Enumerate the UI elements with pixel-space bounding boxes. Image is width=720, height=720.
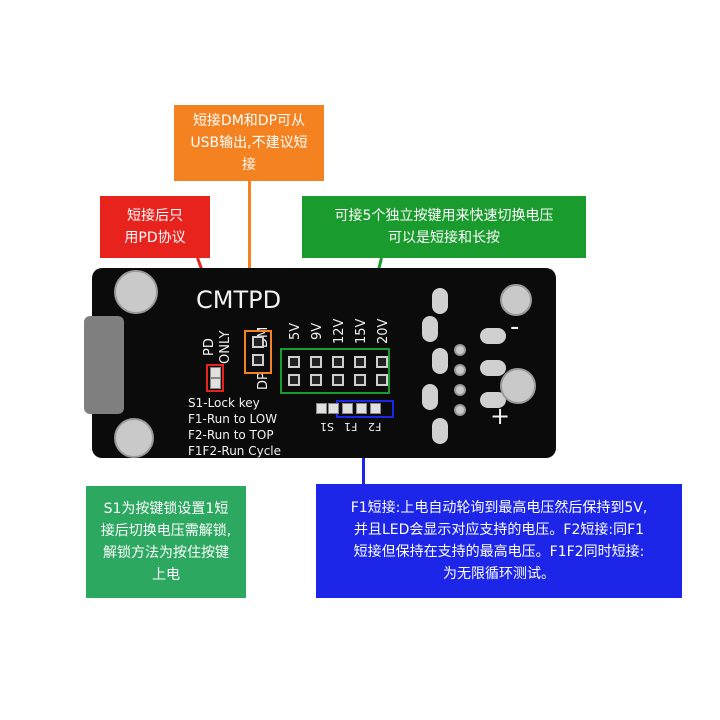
f2-pad-label: F2 (368, 420, 382, 433)
callout-s1-line-3: 解锁方法为按住按键 (102, 545, 229, 561)
output-via-3 (454, 384, 466, 396)
voltage-label-15v: 15V (354, 318, 369, 344)
dm-pin (252, 336, 264, 348)
plus-sign: + (490, 402, 511, 430)
legend-f2: F2-Run to TOP (188, 428, 274, 442)
voltage-pad-15v-top (354, 356, 366, 368)
usb-c-connector (84, 316, 124, 414)
callout-dm-dp-short: 短接DM和DP可从 USB输出,不建议短 接 (174, 105, 324, 181)
voltage-pad-12v-bottom (332, 374, 344, 386)
callout-s1-line-1: S1为按键锁设置1短 (103, 501, 229, 517)
f2-pad-a (356, 403, 367, 414)
voltage-pad-5v-bottom (288, 374, 300, 386)
s1-pad-b (328, 403, 339, 414)
output-via-1 (454, 344, 466, 356)
output-via-4 (454, 404, 466, 416)
dp-label: DP (256, 372, 271, 390)
output-slot-4 (422, 384, 438, 410)
output-slot-2 (422, 316, 438, 342)
callout-dm-dp-line-1: 短接DM和DP可从 (192, 113, 306, 129)
callout-dm-dp-line-3: 接 (241, 157, 256, 173)
callout-s1-lock: S1为按键锁设置1短 接后切换电压需解锁, 解锁方法为按住按键 上电 (86, 486, 246, 598)
voltage-label-5v: 5V (288, 322, 303, 340)
voltage-pad-20v-bottom (376, 374, 388, 386)
mounting-hole-bottom (114, 418, 154, 458)
f2-pad-b (370, 403, 381, 414)
plus-terminal-hole (500, 368, 536, 404)
output-slot-3 (432, 348, 448, 374)
board-title: CMTPD (196, 286, 282, 314)
callout-pd-only-line-2: 用PD协议 (124, 230, 186, 246)
callout-f1-f2: F1短接:上电自动轮询到最高电压然后保持到5V, 并且LED会显示对应支持的电压… (316, 484, 682, 598)
voltage-pad-9v-bottom (310, 374, 322, 386)
mounting-hole-top (114, 270, 158, 314)
f1-pad-label: F1 (344, 420, 358, 433)
legend-s1: S1-Lock key (188, 396, 260, 410)
legend-f1: F1-Run to LOW (188, 412, 278, 426)
pd-label: PD (202, 338, 217, 356)
s1-pad-a (316, 403, 327, 414)
legend-f1f2: F1F2-Run Cycle (188, 444, 282, 458)
callout-f1f2-line-2: 并且LED会显示对应支持的电压。F2短接:同F1 (353, 522, 645, 538)
output-slot-6 (480, 328, 506, 344)
callout-s1-line-4: 上电 (151, 567, 180, 583)
voltage-label-12v: 12V (332, 318, 347, 344)
callout-buttons-line-1: 可接5个独立按键用来快速切换电压 (334, 208, 554, 224)
minus-terminal-hole (500, 284, 532, 316)
minus-sign: - (510, 312, 520, 342)
voltage-pad-5v-top (288, 356, 300, 368)
voltage-label-20v: 20V (376, 318, 391, 344)
s1-pad-label: S1 (320, 420, 334, 433)
voltage-pad-20v-top (376, 356, 388, 368)
callout-s1-line-2: 接后切换电压需解锁, (100, 523, 232, 539)
output-slot-5 (432, 418, 448, 444)
only-label: ONLY (218, 330, 233, 364)
voltage-pad-9v-top (310, 356, 322, 368)
output-slot-7 (480, 360, 506, 376)
voltage-pad-15v-bottom (354, 374, 366, 386)
callout-dm-dp-line-2: USB输出,不建议短 (190, 135, 308, 151)
dm-dp-frame (244, 330, 272, 374)
output-slot-1 (432, 288, 448, 314)
voltage-pads-frame (280, 348, 390, 394)
pd-only-pad-1 (210, 367, 221, 378)
voltage-label-9v: 9V (310, 322, 325, 340)
callout-pd-only-line-1: 短接后只 (126, 208, 183, 224)
callout-f1f2-line-1: F1短接:上电自动轮询到最高电压然后保持到5V, (350, 500, 648, 516)
pcb-board: CMTPD PD ONLY DM DP 5V 9V 12V 15V 20V S1… (84, 268, 556, 458)
callout-f1f2-line-3: 短接但保持在支持的最高电压。F1F2同时短接: (353, 544, 645, 560)
callout-buttons: 可接5个独立按键用来快速切换电压 可以是短接和长按 (302, 196, 586, 258)
pd-only-pad-2 (210, 378, 221, 389)
dp-pin (252, 354, 264, 366)
output-slot-8 (480, 392, 506, 408)
output-via-2 (454, 364, 466, 376)
callout-f1f2-line-4: 为无限循环测试。 (443, 566, 555, 582)
callout-pd-only: 短接后只 用PD协议 (100, 196, 210, 258)
voltage-pad-12v-top (332, 356, 344, 368)
pd-only-frame (206, 364, 224, 392)
f1-pad (342, 403, 353, 414)
callout-buttons-line-2: 可以是短接和长按 (387, 230, 500, 246)
connector-orange (248, 181, 251, 327)
